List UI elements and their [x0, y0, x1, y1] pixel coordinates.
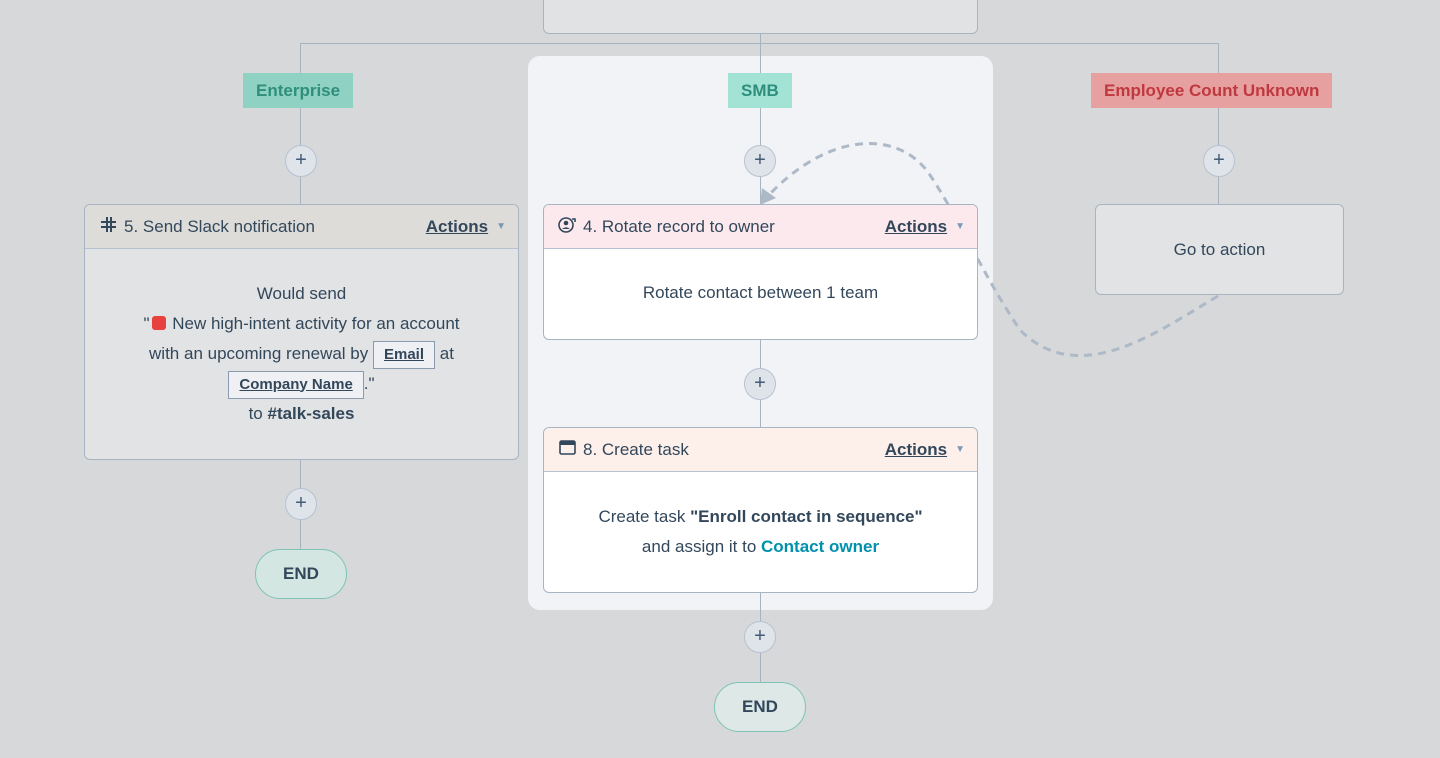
go-to-action-card[interactable]: Go to action	[1095, 204, 1344, 295]
email-token: Email	[373, 340, 436, 369]
add-action-button[interactable]: +	[285, 145, 317, 177]
company-name-token: Company Name	[228, 370, 364, 399]
branch-label-employee-count-unknown[interactable]: Employee Count Unknown	[1091, 73, 1333, 108]
to-text: to	[248, 404, 263, 423]
task-prefix: Create task	[598, 507, 686, 526]
message-text: with an upcoming renewal by	[149, 344, 369, 363]
body-line: Create task "Enroll contact in sequence"	[544, 502, 977, 532]
actions-menu-button[interactable]: Actions	[884, 439, 948, 459]
send-slack-notification-card[interactable]: 5. Send Slack notification Actions ▼ Wou…	[84, 204, 519, 460]
go-to-action-label: Go to action	[1173, 239, 1266, 259]
channel-name: #talk-sales	[267, 404, 355, 423]
actions-menu-button[interactable]: Actions	[884, 216, 948, 236]
arrow-head-icon	[760, 188, 776, 205]
card-title: 4. Rotate record to owner	[583, 216, 775, 236]
card-header: 8. Create task Actions ▼	[544, 428, 977, 472]
add-action-button[interactable]: +	[285, 488, 317, 520]
quote-open: "	[143, 314, 150, 333]
caret-down-icon[interactable]: ▼	[496, 221, 506, 232]
branch-label-enterprise[interactable]: Enterprise	[243, 73, 354, 108]
card-title: 8. Create task	[583, 439, 689, 459]
body-line: with an upcoming renewal by Email at	[85, 339, 518, 369]
contact-owner-link[interactable]: Contact owner	[761, 537, 880, 556]
card-body: Would send " New high-intent activity fo…	[85, 249, 518, 429]
rotate-owner-icon	[557, 216, 577, 237]
actions-menu-button[interactable]: Actions	[425, 216, 489, 236]
card-body: Create task "Enroll contact in sequence"…	[544, 472, 977, 562]
body-line: and assign it to Contact owner	[544, 532, 977, 562]
at-text: at	[439, 344, 454, 363]
body-line: Would send	[256, 284, 347, 303]
task-name: "Enroll contact in sequence"	[690, 507, 923, 526]
body-line: " New high-intent activity for an accoun…	[85, 309, 518, 339]
rotate-record-to-owner-card[interactable]: 4. Rotate record to owner Actions ▼ Rota…	[543, 204, 978, 340]
connector	[760, 34, 761, 56]
add-action-button[interactable]: +	[744, 368, 776, 400]
card-header: 4. Rotate record to owner Actions ▼	[544, 205, 977, 249]
siren-icon	[151, 316, 166, 330]
card-title: 5. Send Slack notification	[124, 216, 315, 236]
add-action-button[interactable]: +	[744, 145, 776, 177]
branch-connector	[300, 43, 1219, 44]
card-header: 5. Send Slack notification Actions ▼	[85, 205, 518, 249]
quote-close: ."	[363, 374, 375, 393]
assign-text: and assign it to	[641, 537, 757, 556]
connector	[1218, 43, 1219, 74]
end-node: END	[255, 549, 347, 599]
task-icon	[557, 440, 577, 459]
message-text: New high-intent activity for an account	[172, 314, 460, 333]
add-action-button[interactable]: +	[744, 621, 776, 653]
branch-label-smb[interactable]: SMB	[728, 73, 792, 108]
card-body: Rotate contact between 1 team	[642, 283, 879, 302]
caret-down-icon[interactable]: ▼	[955, 444, 965, 455]
connector	[300, 43, 301, 74]
body-line: Company Name."	[85, 369, 518, 399]
body-line: to #talk-sales	[85, 399, 518, 429]
create-task-card[interactable]: 8. Create task Actions ▼ Create task "En…	[543, 427, 978, 593]
slack-icon	[98, 217, 118, 236]
previous-action-card[interactable]	[543, 0, 978, 34]
add-action-button[interactable]: +	[1203, 145, 1235, 177]
connector	[760, 56, 761, 74]
end-node: END	[714, 682, 806, 732]
caret-down-icon[interactable]: ▼	[955, 221, 965, 232]
